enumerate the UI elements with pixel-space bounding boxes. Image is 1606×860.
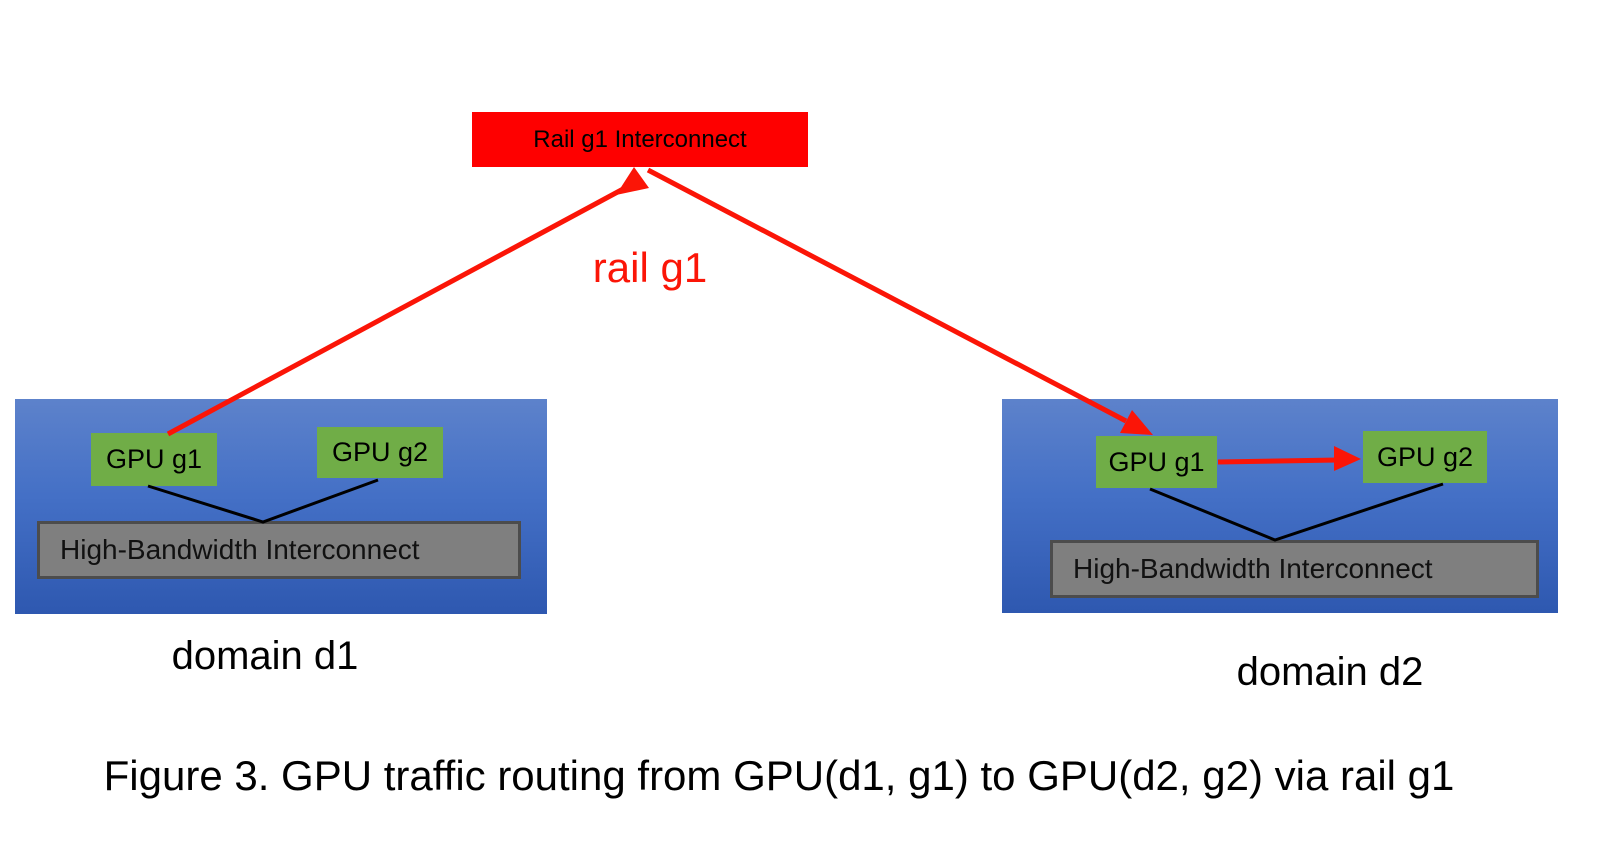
gpu-g1-label-d2: GPU g1 [1108,446,1205,477]
domain-d2-label: domain d2 [1236,650,1424,694]
gpu-g1-box-d1: GPU g1 [91,433,217,486]
figure-caption: Figure 3. GPU traffic routing from GPU(d… [103,752,1455,799]
gpu-g2-box-d1: GPU g2 [317,427,443,478]
rail-interconnect-label: Rail g1 Interconnect [533,125,747,153]
high-bandwidth-interconnect-label-d2: High-Bandwidth Interconnect [1073,553,1433,584]
domain-d1-box [15,399,547,614]
domain-d1-label: domain d1 [171,634,359,678]
rail-interconnect-box: Rail g1 Interconnect [472,112,808,167]
gpu-g1-box-d2: GPU g1 [1096,436,1217,488]
rail-path-label: rail g1 [592,244,708,291]
high-bandwidth-interconnect-label-d1: High-Bandwidth Interconnect [60,534,420,565]
gpu-g1-label-d1: GPU g1 [105,444,203,474]
high-bandwidth-interconnect-box-d2: High-Bandwidth Interconnect [1050,540,1539,598]
arrowhead-d1g1-to-rail [616,167,649,195]
gpu-g2-label-d2: GPU g2 [1376,441,1474,472]
gpu-g2-label-d1: GPU g2 [331,437,429,467]
gpu-g2-box-d2: GPU g2 [1363,431,1487,483]
arrow-line-d1g1-to-rail [166,185,627,437]
high-bandwidth-interconnect-box-d1: High-Bandwidth Interconnect [37,521,521,579]
arrow-line-rail-to-d2g1 [646,167,1128,424]
